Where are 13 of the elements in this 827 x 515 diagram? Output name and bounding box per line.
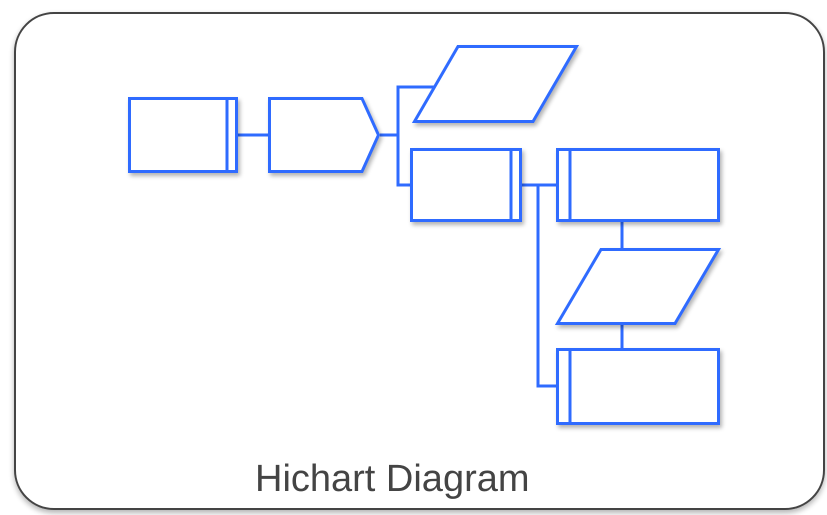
process-box <box>556 348 720 425</box>
data-parallelogram <box>556 248 720 325</box>
connector-line <box>620 325 624 348</box>
pentagon-box <box>268 97 380 173</box>
data-parallelogram <box>413 45 578 123</box>
process-box <box>556 148 720 222</box>
connector-line <box>522 184 556 388</box>
process-box <box>410 148 522 222</box>
caption: Hichart Diagram <box>255 460 530 498</box>
connector-line <box>620 222 624 248</box>
process-box <box>128 97 238 173</box>
connector-line <box>380 134 410 186</box>
connector-line <box>238 134 268 136</box>
